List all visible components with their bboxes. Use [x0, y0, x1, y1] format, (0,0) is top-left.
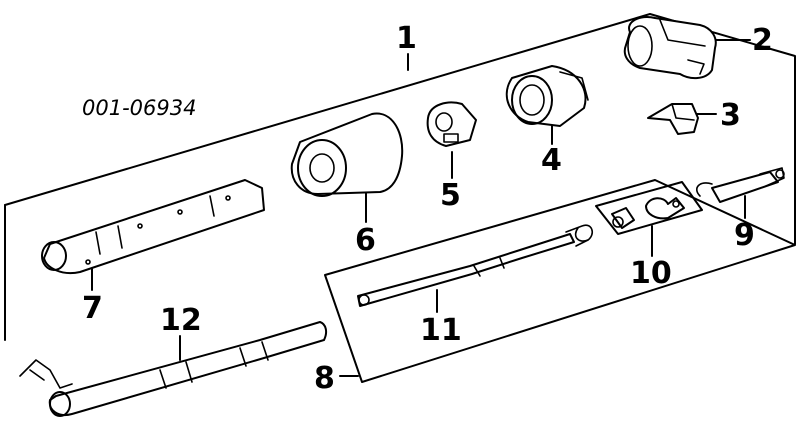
callout-2: 2	[752, 23, 773, 58]
part-ring-housing	[505, 65, 589, 127]
callout-10: 10	[630, 256, 672, 291]
callout-12: 12	[160, 303, 202, 338]
part-shift-rod	[357, 224, 594, 307]
part-code: 001-06934	[82, 96, 196, 120]
callout-8: 8	[314, 361, 335, 396]
part-small-bracket	[647, 103, 699, 135]
callout-11: 11	[420, 313, 462, 348]
outer-frame	[4, 13, 796, 245]
part-small-cam	[426, 101, 477, 147]
callout-4: 4	[541, 143, 562, 178]
part-steering-shaft	[19, 321, 328, 417]
part-joint-kit	[595, 181, 703, 235]
callout-9: 9	[734, 218, 755, 253]
callout-1: 1	[396, 21, 417, 56]
callout-6: 6	[355, 223, 376, 258]
inner-frame	[324, 179, 796, 383]
callout-5: 5	[440, 178, 461, 213]
part-fork-shaft	[696, 167, 785, 203]
part-jacket-tube	[41, 179, 265, 274]
callout-3: 3	[720, 98, 741, 133]
callout-7: 7	[82, 291, 103, 326]
part-housing-cover	[623, 16, 717, 80]
part-cylinder-bearing	[290, 112, 404, 197]
